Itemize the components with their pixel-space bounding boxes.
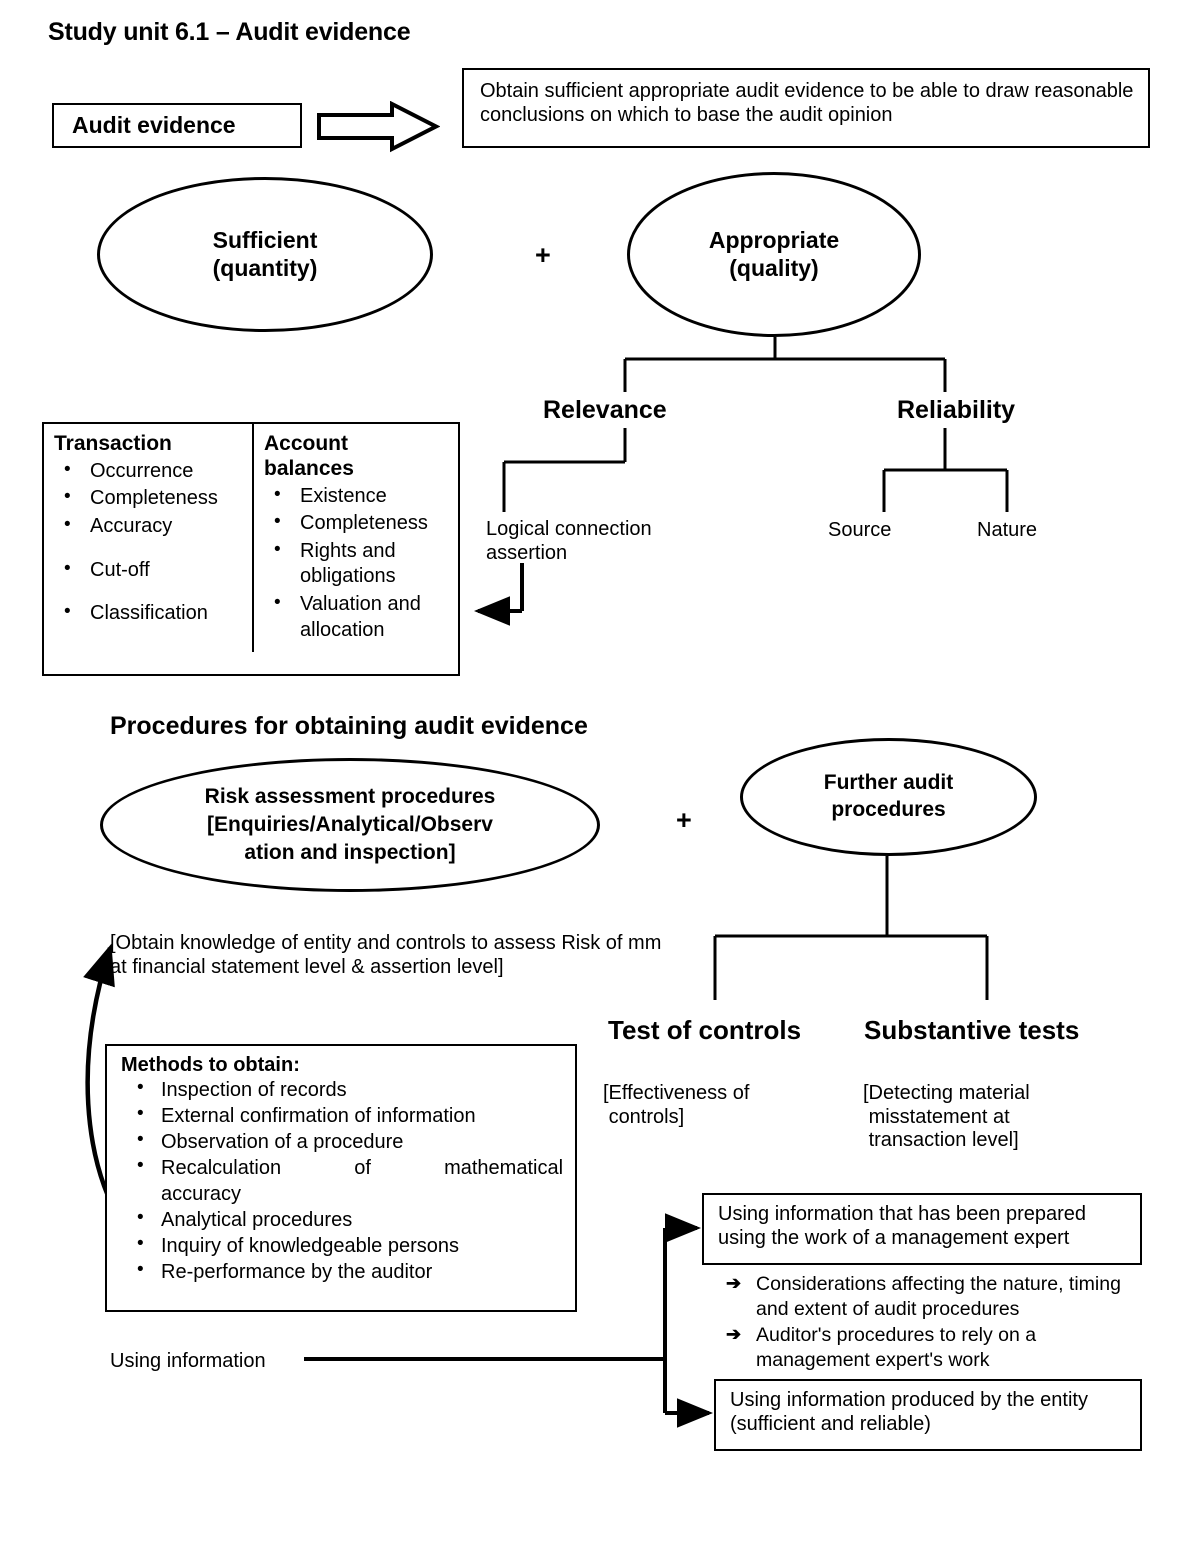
source-label: Source [828, 519, 892, 541]
list-item: Cut-off [54, 557, 246, 584]
objective-box: Obtain sufficient appropriate audit evid… [462, 68, 1150, 148]
list-item: Occurrence [54, 458, 246, 485]
column-header-account-balances: Account balances [264, 432, 354, 480]
sufficient-ellipse: Sufficient (quantity) [97, 177, 433, 332]
list-item: Completeness [54, 485, 246, 512]
audit-evidence-label: Audit evidence [72, 112, 236, 138]
plus-sign-qualities: + [535, 240, 551, 270]
further-audit-procedures-ellipse: Further audit procedures [740, 738, 1037, 856]
list-item: Recalculation of mathematical accuracy [121, 1154, 563, 1207]
relevance-label: Relevance [543, 396, 667, 424]
list-item: Analytical procedures [121, 1206, 563, 1233]
list-item: Observation of a procedure [121, 1128, 563, 1155]
reliability-label: Reliability [897, 396, 1016, 424]
word: of [354, 1157, 371, 1179]
list-item: Considerations affecting the nature, tim… [718, 1272, 1138, 1321]
logical-connection-label: Logical connection assertion [486, 518, 652, 564]
list-item: Auditor's procedures to rely on a manage… [718, 1323, 1138, 1372]
methods-to-obtain-box: Methods to obtain: Inspection of records… [105, 1044, 577, 1312]
plus-sign-procedures: + [676, 805, 692, 835]
list-item: Rights and obligations [264, 538, 456, 590]
column-header-transaction: Transaction [54, 432, 172, 455]
methods-heading: Methods to obtain: [121, 1054, 300, 1076]
management-expert-bullet-list: Considerations affecting the nature, tim… [718, 1272, 1138, 1374]
obtain-knowledge-note: [Obtain knowledge of entity and controls… [110, 932, 667, 978]
management-expert-box: Using information that has been prepared… [702, 1193, 1142, 1265]
risk-assessment-procedures-ellipse: Risk assessment procedures [Enquiries/An… [100, 758, 600, 892]
table-column-divider [252, 424, 254, 652]
appropriate-ellipse: Appropriate (quality) [627, 172, 921, 337]
list-item: Classification [54, 600, 246, 627]
justified-line-2: accuracy [161, 1183, 242, 1205]
transaction-assertion-list: Occurrence Completeness Accuracy Cut-off… [54, 458, 246, 627]
methods-list: Inspection of records External confirmat… [121, 1076, 563, 1285]
list-item: Inspection of records [121, 1076, 563, 1103]
table-column-account-balances: Account balances Existence Completeness … [254, 424, 462, 643]
list-item: Completeness [264, 510, 456, 537]
block-arrow-right-icon [316, 100, 441, 158]
word: mathematical [444, 1157, 564, 1179]
list-item: Existence [264, 483, 456, 510]
substantive-tests-label: Substantive tests [864, 1015, 1080, 1045]
justified-line-1: Recalculation of mathematical [161, 1155, 563, 1181]
procedures-heading: Procedures for obtaining audit evidence [110, 712, 588, 740]
account-balance-assertion-list: Existence Completeness Rights and obliga… [264, 483, 456, 644]
assertions-table: Transaction Occurrence Completeness Accu… [42, 422, 460, 676]
table-column-transaction: Transaction Occurrence Completeness Accu… [44, 424, 252, 627]
list-item: Re-performance by the auditor [121, 1258, 563, 1285]
page-title: Study unit 6.1 – Audit evidence [48, 18, 411, 46]
effectiveness-of-controls-note: [Effectiveness of controls] [603, 1082, 750, 1128]
detecting-misstatement-note: [Detecting material misstatement at tran… [863, 1082, 1030, 1152]
audit-evidence-box: Audit evidence [52, 103, 302, 148]
using-information-label: Using information [110, 1350, 266, 1372]
entity-information-box: Using information produced by the entity… [714, 1379, 1142, 1451]
list-item: Accuracy [54, 513, 246, 540]
test-of-controls-label: Test of controls [608, 1015, 802, 1045]
list-item: Valuation and allocation [264, 591, 456, 643]
nature-label: Nature [977, 519, 1038, 541]
list-item: External confirmation of information [121, 1102, 563, 1129]
word: Recalculation [161, 1157, 282, 1179]
list-item: Inquiry of knowledgeable persons [121, 1232, 563, 1259]
